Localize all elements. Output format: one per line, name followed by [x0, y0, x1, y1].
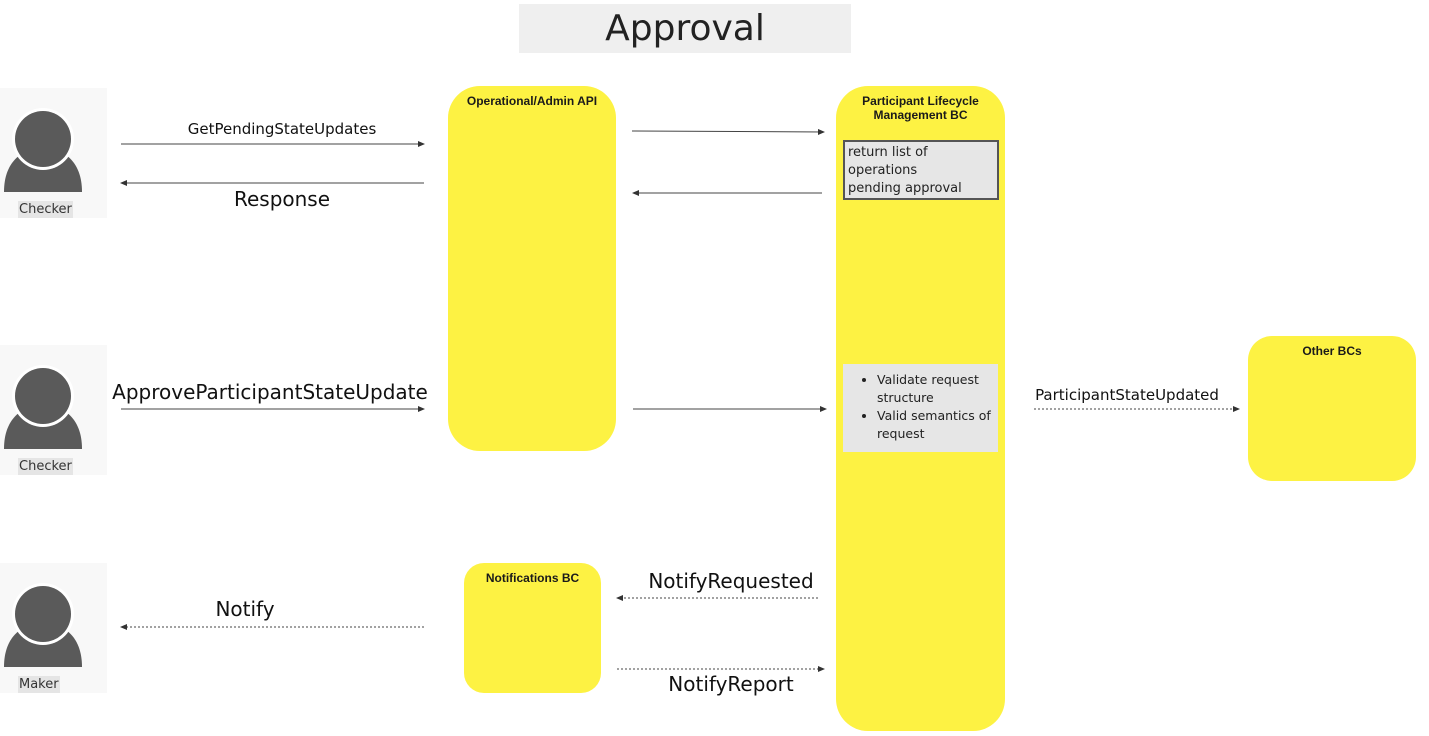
note-line2: pending approval [848, 181, 962, 196]
block-label: Other BCs [1302, 344, 1362, 358]
actor-checker-2: Checker [0, 345, 107, 475]
pending-approval-note: return list of operations pending approv… [843, 140, 999, 200]
block-label-line2: Management BC [873, 108, 968, 122]
validation-item: Valid semantics of request [877, 407, 998, 443]
message-get-pending: GetPendingStateUpdates [187, 120, 377, 138]
message-response: Response [233, 187, 331, 211]
operational-admin-api-block: Operational/Admin API [448, 86, 616, 451]
other-bcs-block: Other BCs [1248, 336, 1416, 481]
message-notify: Notify [215, 597, 275, 621]
actor-maker: Maker [0, 563, 107, 693]
block-label-line1: Participant Lifecycle [862, 94, 979, 108]
person-icon [4, 583, 82, 667]
message-approve: ApproveParticipantStateUpdate [112, 380, 428, 404]
validation-list: Validate request structure Valid semanti… [843, 371, 998, 443]
validation-note: Validate request structure Valid semanti… [843, 364, 998, 452]
arrow-api-to-plm [631, 128, 825, 135]
message-notify-report: NotifyReport [668, 672, 794, 696]
message-state-updated: ParticipantStateUpdated [1035, 386, 1219, 404]
person-icon [4, 365, 82, 449]
person-icon [4, 108, 82, 192]
actor-checker-1: Checker [0, 88, 107, 218]
note-line1: return list of operations [848, 145, 928, 178]
actor-label: Checker [18, 458, 73, 475]
diagram-title: Approval [519, 4, 851, 53]
actor-label: Checker [18, 201, 73, 218]
block-label: Notifications BC [485, 571, 580, 585]
block-label: Operational/Admin API [466, 94, 598, 108]
validation-item: Validate request structure [877, 371, 998, 407]
actor-label: Maker [18, 676, 60, 693]
notifications-bc-block: Notifications BC [464, 563, 601, 693]
message-notify-requested: NotifyRequested [648, 569, 814, 593]
